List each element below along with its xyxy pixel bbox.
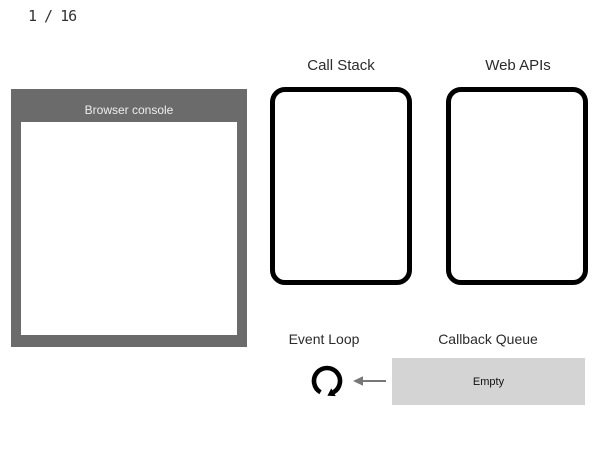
arrow-left-icon bbox=[353, 376, 386, 386]
browser-console-output bbox=[21, 122, 237, 335]
browser-console-title: Browser console bbox=[84, 103, 174, 117]
event-loop-icon bbox=[311, 365, 343, 397]
callback-queue-label: Callback Queue bbox=[438, 331, 538, 347]
callback-queue-box: Empty bbox=[392, 358, 585, 405]
web-apis-label: Web APIs bbox=[485, 57, 551, 74]
slide-counter: 1 / 16 bbox=[28, 7, 77, 25]
callback-queue-status: Empty bbox=[472, 375, 505, 388]
web-apis-box bbox=[446, 87, 588, 285]
call-stack-label: Call Stack bbox=[307, 57, 375, 74]
browser-console-panel: Browser console bbox=[11, 89, 247, 347]
call-stack-box bbox=[270, 87, 412, 285]
event-loop-label: Event Loop bbox=[288, 331, 360, 347]
